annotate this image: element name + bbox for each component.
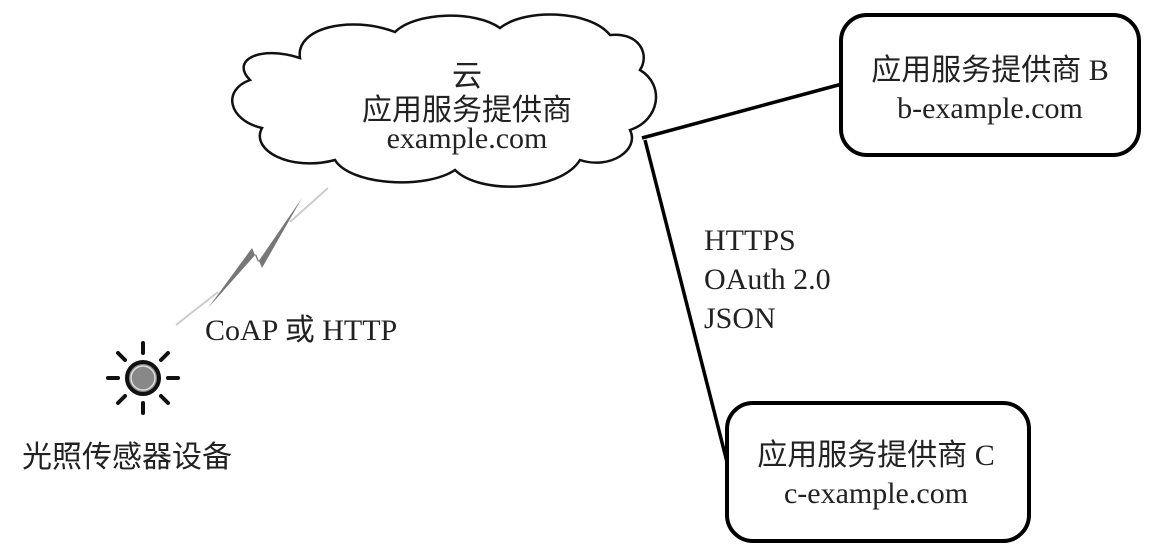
wireless-protocol-label: CoAP 或 HTTP (205, 314, 397, 347)
cloud-provider-label: 应用服务提供商 (362, 94, 572, 127)
wireless-lightning-icon (175, 187, 329, 326)
provider-b-domain: b-example.com (897, 92, 1083, 125)
provider-b-box (839, 13, 1141, 157)
link-cloud-to-b (641, 82, 843, 140)
link-cloud-to-c (643, 139, 730, 467)
link-label-https: HTTPS (704, 224, 796, 257)
cloud-shape (231, 13, 658, 188)
cloud-title: 云 (452, 60, 482, 93)
device-label: 光照传感器设备 (22, 441, 232, 474)
link-label-json: JSON (704, 302, 776, 335)
provider-c-domain: c-example.com (784, 477, 968, 510)
provider-c-box (725, 401, 1031, 543)
provider-c-name: 应用服务提供商 C (757, 439, 995, 472)
link-label-oauth: OAuth 2.0 (704, 263, 831, 296)
cloud-domain: example.com (387, 122, 548, 155)
provider-b-name: 应用服务提供商 B (871, 54, 1109, 87)
light-sensor-icon (106, 341, 180, 415)
